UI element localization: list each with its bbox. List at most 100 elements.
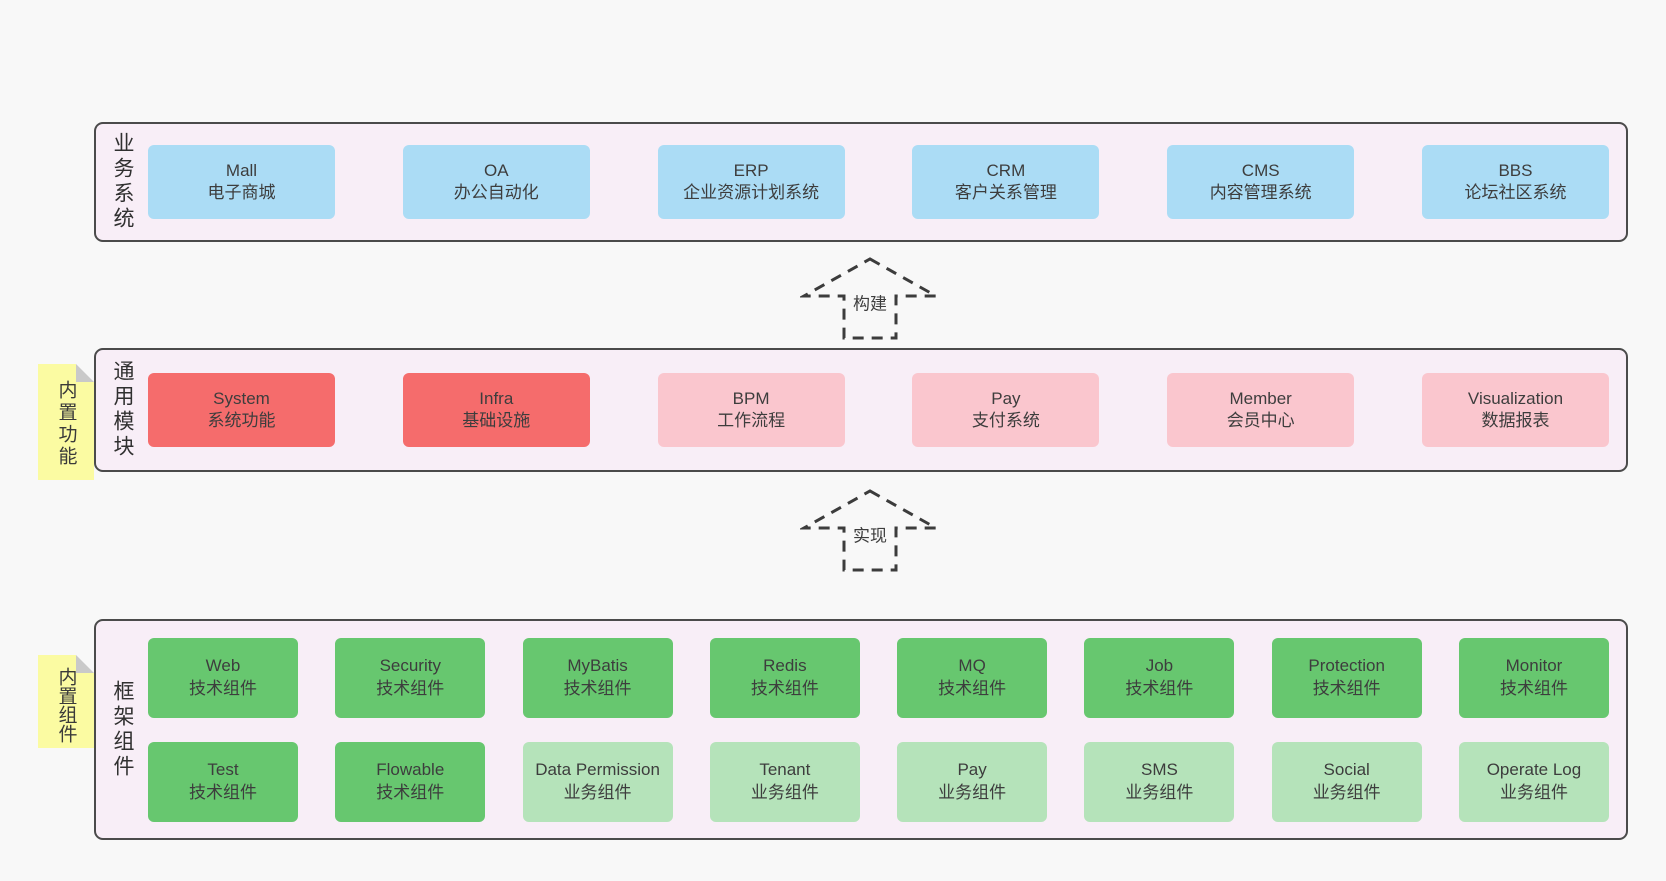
module-title: Web [205,656,241,676]
module-title: Infra [479,388,514,408]
module-box: CMS 内容管理系统 [1167,145,1355,219]
module-title: Job [1145,656,1174,676]
box-row: System 系统功能 Infra 基础设施 BPM 工作流程 Pay [148,373,1609,447]
module-subtitle: 业务组件 [563,782,632,802]
module-subtitle: 业务组件 [938,782,1007,802]
module-title: CRM [986,160,1026,180]
module-box: CRM 客户关系管理 [912,145,1100,219]
module-title: ERP [733,160,769,180]
module-subtitle: 业务组件 [1125,782,1194,802]
module-box: Mall 电子商城 [148,145,335,219]
module-box: Operate Log 业务组件 [1458,741,1609,822]
module-subtitle: 企业资源计划系统 [683,183,820,202]
sticky-note-label: 内置功能 [55,380,77,468]
sticky-note-built-in-components: 内置组件 [38,655,94,748]
arrow-label: 实现 [849,520,891,548]
module-subtitle: 会员中心 [1226,411,1295,430]
module-box: Flowable 技术组件 [335,741,486,822]
up-arrow-icon [800,489,940,572]
band-content: System 系统功能 Infra 基础设施 BPM 工作流程 Pay [148,350,1626,470]
module-subtitle: 业务组件 [750,782,819,802]
band-business-systems: 业务系统 Mall 电子商城 OA 办公自动化 ERP [94,122,1628,242]
module-title: Test [207,760,239,780]
band-label-container: 框架组件 [96,621,148,838]
module-subtitle: 基础设施 [462,411,531,430]
module-title: Security [379,656,441,676]
module-title: Mall [225,160,258,180]
module-subtitle: 技术组件 [376,782,445,802]
band-label: 通用模块 [111,360,134,460]
module-title: SMS [1140,760,1178,780]
module-subtitle: 技术组件 [376,678,445,698]
module-title: Data Permission [535,760,660,780]
module-subtitle: 数据报表 [1481,411,1550,430]
module-subtitle: 技术组件 [938,678,1007,698]
module-title: Monitor [1505,656,1563,676]
band-label-container: 业务系统 [96,124,148,240]
module-box: Monitor 技术组件 [1458,637,1609,718]
module-box: Infra 基础设施 [402,373,590,447]
module-box: SMS 业务组件 [1084,741,1235,822]
module-title: Social [1323,760,1370,780]
module-box: Social 业务组件 [1271,741,1422,822]
module-title: System [213,388,270,408]
module-box: BBS 论坛社区系统 [1421,145,1609,219]
up-arrow-icon [800,257,940,340]
module-title: Pay [991,388,1021,408]
module-subtitle: 技术组件 [1125,678,1194,698]
box-row: Test 技术组件 Flowable 技术组件 Data Permission … [148,741,1609,822]
module-title: Visualization [1467,388,1564,408]
module-box: Security 技术组件 [335,637,486,718]
module-subtitle: 技术组件 [563,678,632,698]
module-box: MQ 技术组件 [897,637,1048,718]
module-title: OA [484,160,509,180]
module-box: Pay 业务组件 [897,741,1048,822]
band-label: 业务系统 [111,132,134,232]
band-label-container: 通用模块 [96,350,148,470]
module-title: Pay [957,760,987,780]
module-box: System 系统功能 [148,373,335,447]
module-box: BPM 工作流程 [657,373,845,447]
band-label: 框架组件 [111,679,134,780]
module-subtitle: 系统功能 [207,411,276,430]
module-subtitle: 技术组件 [189,678,257,698]
module-subtitle: 电子商城 [207,183,276,202]
module-title: Flowable [376,760,445,780]
arrow-implement: 实现 [800,488,940,573]
module-subtitle: 业务组件 [1499,782,1568,802]
module-box: Tenant 业务组件 [709,741,860,822]
module-box: MyBatis 技术组件 [522,637,673,718]
arrow-label: 构建 [849,288,891,316]
module-box: Data Permission 业务组件 [522,741,673,822]
module-box: Member 会员中心 [1167,373,1355,447]
arrow-build: 构建 [800,256,940,341]
band-common-modules: 通用模块 System 系统功能 Infra 基础设施 BPM [94,348,1628,472]
sticky-note-label: 内置组件 [55,667,77,743]
module-box: Protection 技术组件 [1271,637,1422,718]
band-framework-components: 框架组件 Web 技术组件 Security 技术组件 MyBati [94,619,1628,840]
module-title: Protection [1308,656,1385,676]
module-box: Visualization 数据报表 [1421,373,1609,447]
module-subtitle: 工作流程 [717,411,786,430]
module-subtitle: 技术组件 [750,678,819,698]
module-title: Operate Log [1486,760,1582,780]
module-title: BBS [1498,160,1533,180]
module-title: MQ [958,656,986,676]
module-box: Test 技术组件 [148,741,298,822]
module-subtitle: 业务组件 [1312,782,1381,802]
module-box: OA 办公自动化 [402,145,590,219]
sticky-note-built-in-functions: 内置功能 [38,364,94,480]
band-content: Web 技术组件 Security 技术组件 MyBatis 技术组件 [148,621,1626,838]
module-box: ERP 企业资源计划系统 [657,145,845,219]
module-title: Redis [763,656,807,676]
module-box: Pay 支付系统 [912,373,1100,447]
module-subtitle: 技术组件 [1499,678,1568,698]
module-title: MyBatis [567,656,628,676]
module-box: Redis 技术组件 [709,637,860,718]
module-title: BPM [732,388,770,408]
module-title: Tenant [759,760,811,780]
module-subtitle: 论坛社区系统 [1464,183,1567,202]
box-row: Mall 电子商城 OA 办公自动化 ERP 企业资源计划系统 CRM [148,145,1609,219]
module-box: Job 技术组件 [1084,637,1235,718]
